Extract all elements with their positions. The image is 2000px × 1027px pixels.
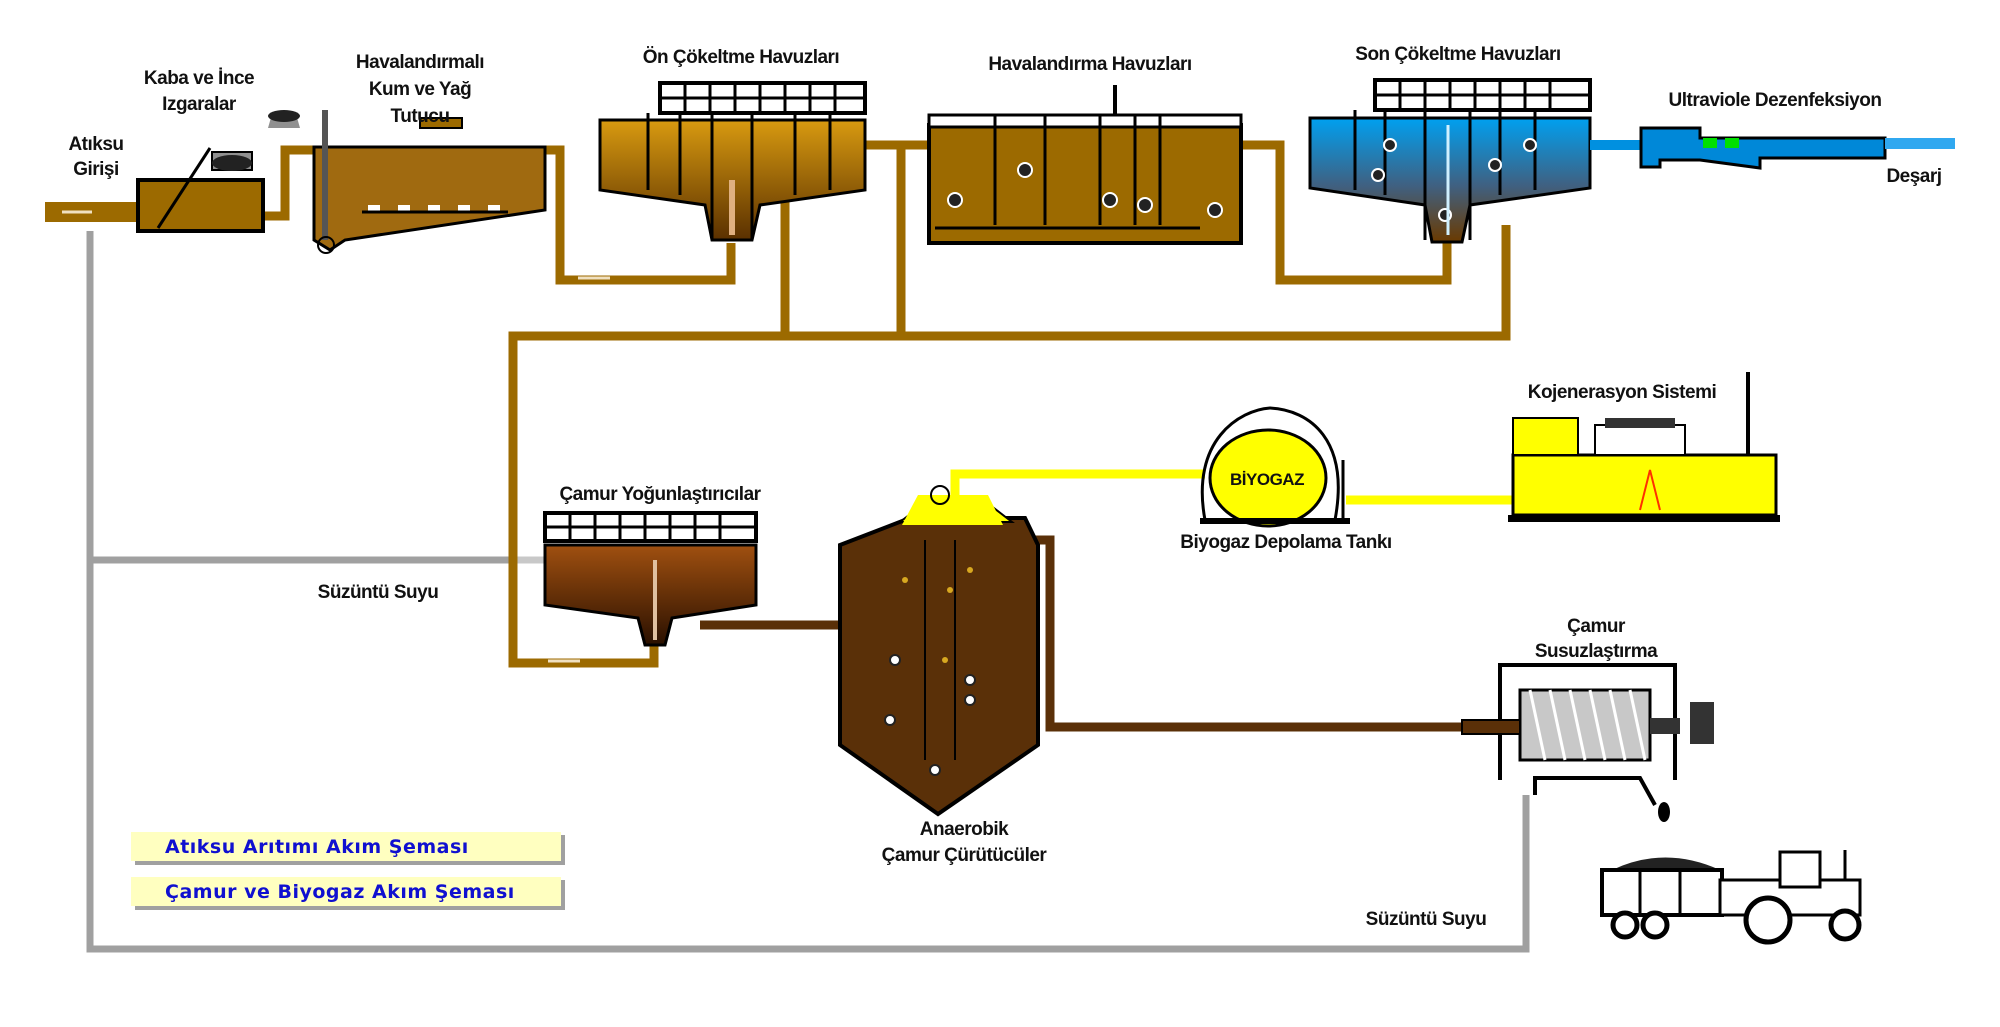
- label-dewatering-1: Çamur: [1567, 616, 1626, 637]
- biogas-tank-tag: BİYOGAZ: [1230, 470, 1304, 489]
- diagram-labels: Atıksu Girişi Kaba ve İnce Izgaralar Hav…: [68, 44, 1942, 930]
- label-grit-1: Havalandırmalı: [356, 52, 484, 73]
- label-secondary: Son Çökeltme Havuzları: [1355, 44, 1560, 65]
- label-primary: Ön Çökeltme Havuzları: [643, 47, 839, 68]
- sludge-pipes: [700, 535, 1462, 732]
- label-inlet-2: Girişi: [73, 159, 119, 180]
- wastewater-pipes: [45, 140, 1511, 668]
- label-digester-2: Çamur Çürütücüler: [882, 845, 1048, 866]
- label-dewatering-2: Susuzlaştırma: [1535, 641, 1658, 662]
- secondary-clarifier: [1308, 78, 1592, 244]
- cogeneration-unit: [1508, 372, 1780, 522]
- label-cogeneration: Kojenerasyon Sistemi: [1528, 382, 1717, 403]
- label-digester-1: Anaerobik: [920, 819, 1009, 840]
- grit-chamber: [312, 110, 547, 254]
- label-leachate-2: Süzüntü Suyu: [1366, 909, 1487, 930]
- biogas-storage-tank: BİYOGAZ: [1200, 406, 1350, 528]
- label-grit-2: Kum ve Yağ: [369, 79, 471, 100]
- label-inlet-1: Atıksu: [68, 134, 123, 155]
- label-biogas-tank: Biyogaz Depolama Tankı: [1180, 532, 1391, 553]
- primary-clarifier: [598, 81, 867, 242]
- label-uv: Ultraviole Dezenfeksiyon: [1669, 90, 1882, 111]
- label-screens-1: Kaba ve İnce: [144, 68, 254, 89]
- label-thickener: Çamur Yoğunlaştırıcılar: [559, 484, 761, 505]
- label-discharge: Deşarj: [1886, 166, 1941, 187]
- dewatering-press: [1461, 663, 1714, 822]
- wastewater-flow-button[interactable]: Atıksu Arıtımı Akım Şeması: [131, 831, 561, 861]
- anaerobic-digester: [838, 474, 1040, 817]
- label-leachate-1: Süzüntü Suyu: [318, 582, 439, 603]
- uv-disinfection-channel: [1590, 126, 1955, 170]
- sludge-truck: [1600, 850, 1862, 945]
- filtrate-return-line: [86, 231, 1530, 953]
- screens-unit: [136, 110, 300, 233]
- sludge-biogas-flow-button[interactable]: Çamur ve Biyogaz Akım Şeması: [131, 876, 561, 906]
- label-grit-3: Tutucu: [391, 106, 450, 127]
- label-screens-2: Izgaralar: [162, 94, 237, 115]
- aeration-tank: [927, 85, 1243, 245]
- label-aeration: Havalandırma Havuzları: [988, 54, 1191, 75]
- sludge-thickener: [543, 511, 758, 647]
